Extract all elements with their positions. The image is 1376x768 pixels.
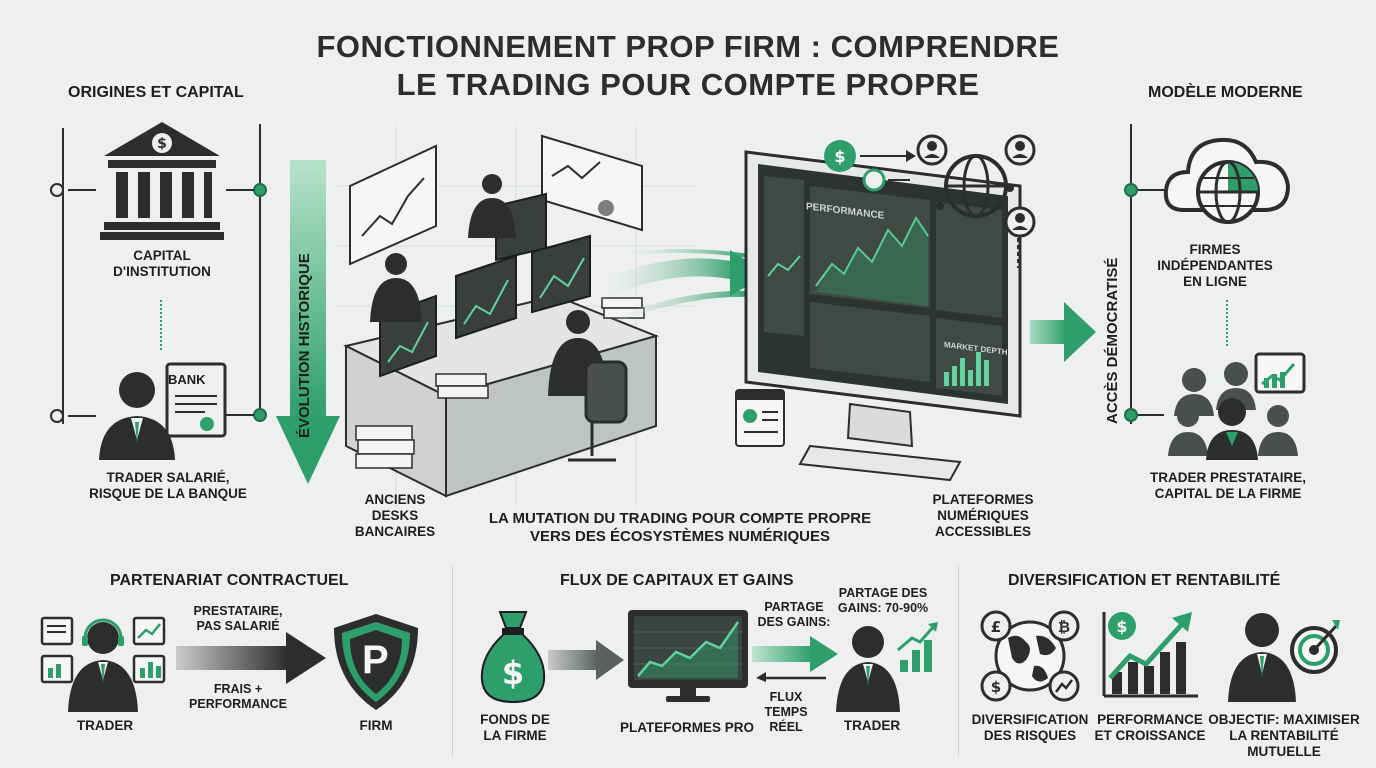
mutation-caption: LA MUTATION DU TRADING POUR COMPTE PROPR… (488, 510, 872, 545)
platforms-caption: PLATEFORMES NUMÉRIQUES ACCESSIBLES (932, 492, 1034, 539)
bank-building-icon: $ (100, 120, 224, 242)
left-timeline (62, 128, 64, 424)
pro-platforms-caption: PLATEFORMES PRO (619, 720, 754, 735)
old-desks-caption: ANCIENS DESKS BANCAIRES (354, 492, 436, 539)
trader-headset-icon (38, 612, 168, 712)
fees-performance: FRAIS + PERFORMANCE (189, 682, 287, 711)
target-achievement-icon (1222, 606, 1342, 702)
timeline-node-top (50, 183, 64, 197)
firm-label: FIRM (359, 718, 393, 733)
title-line-2: LE TRADING POUR COMPTE PROPRE (396, 67, 980, 102)
growth-chart-icon: $ (1100, 608, 1200, 700)
title-line-1: FONCTIONNEMENT PROP FIRM : COMPRENDRE (316, 29, 1060, 64)
dotted-connector (160, 300, 164, 350)
mutual-profit-caption: OBJECTIF: MAXIMISER LA RENTABILITÉ MUTUE… (1208, 712, 1360, 759)
timeline-node-green (1124, 183, 1138, 197)
contractor-trader-caption: TRADER PRESTATAIRE, CAPITAL DE LA FIRME (1149, 470, 1306, 501)
modern-model-heading: MODÈLE MODERNE (1148, 84, 1303, 101)
evolution-label: ÉVOLUTION HISTORIQUE (296, 253, 313, 438)
money-bag-icon: $ (478, 608, 548, 704)
risk-diversification-caption: DIVERSIFICATION DES RISQUES (971, 712, 1089, 743)
gains-share-percentage: PARTAGE DES GAINS: 70-90% (837, 586, 929, 615)
page-title: FONCTIONNEMENT PROP FIRM : COMPRENDRE LE… (0, 28, 1376, 104)
svg-text:$: $ (834, 147, 845, 166)
right-arrow (1030, 302, 1098, 362)
diversification-heading: DIVERSIFICATION ET RENTABILITÉ (1008, 572, 1281, 589)
bank-doc-label: BANK (168, 372, 206, 387)
timeline-connector (68, 189, 96, 191)
contractor-not-employee: PRESTATAIRE, PAS SALARIÉ (193, 604, 283, 633)
timeline-connector (226, 414, 254, 416)
dotted-connector (1226, 300, 1230, 346)
flux-arrow-1 (548, 640, 624, 680)
firm-shield-icon (330, 612, 422, 712)
share-gains-caption: PARTAGE DES GAINS: (757, 600, 831, 629)
svg-text:$: $ (991, 678, 1001, 696)
evolution-arrow (276, 160, 340, 486)
timeline-connector (1138, 414, 1164, 416)
contractor-traders-icon (1160, 350, 1310, 460)
svg-text:$: $ (157, 136, 167, 152)
section-divider (452, 566, 453, 756)
svg-text:$: $ (502, 654, 524, 692)
svg-text:$: $ (1116, 617, 1127, 636)
left-timeline-right (259, 124, 261, 420)
online-firms-caption: FIRMES INDÉPENDANTES EN LIGNE (1157, 242, 1273, 289)
salaried-trader-caption: TRADER SALARIÉ, RISQUE DE LA BANQUE (89, 470, 247, 501)
democratized-access-label: ACCÈS DÉMOCRATISÉ (1104, 257, 1121, 424)
right-timeline (1130, 124, 1132, 424)
timeline-node-green (1124, 408, 1138, 422)
timeline-connector (1138, 189, 1164, 191)
timeline-connector (68, 415, 96, 417)
flux-heading: FLUX DE CAPITAUX ET GAINS (560, 572, 794, 589)
svg-text:£: £ (991, 618, 1001, 636)
global-assets-icon: £ ₿ $ (978, 608, 1082, 704)
timeline-node-green (253, 408, 267, 422)
realtime-flow-caption: FLUX TEMPS RÉEL (764, 690, 808, 734)
flux-trader-label: TRADER (843, 718, 901, 733)
partnership-arrow (176, 632, 326, 684)
timeline-connector (226, 189, 254, 191)
mini-app-window (734, 388, 786, 448)
timeline-node-green (253, 183, 267, 197)
firm-funds-caption: FONDS DE LA FIRME (480, 712, 550, 743)
digital-platform-monitor (740, 146, 1030, 486)
network-nodes-icon: $ (820, 128, 1040, 278)
origins-heading: ORIGINES ET CAPITAL (68, 84, 244, 101)
trading-desk-illustration (336, 126, 696, 506)
institution-capital-caption: CAPITAL D'INSTITUTION (113, 248, 211, 279)
trader-label: TRADER (76, 718, 134, 733)
bidirectional-arrows (752, 632, 840, 682)
bank-trader-icon (95, 360, 235, 460)
pro-platform-monitor-icon (626, 608, 750, 704)
svg-text:₿: ₿ (1058, 618, 1070, 636)
trader-growth-icon (834, 620, 942, 712)
timeline-node-bottom (50, 409, 64, 423)
section-divider (958, 566, 959, 756)
cloud-globe-icon (1162, 120, 1292, 230)
shield-letter: P (362, 638, 389, 682)
performance-growth-caption: PERFORMANCE ET CROISSANCE (1094, 712, 1206, 743)
partnership-heading: PARTENARIAT CONTRACTUEL (110, 572, 349, 589)
